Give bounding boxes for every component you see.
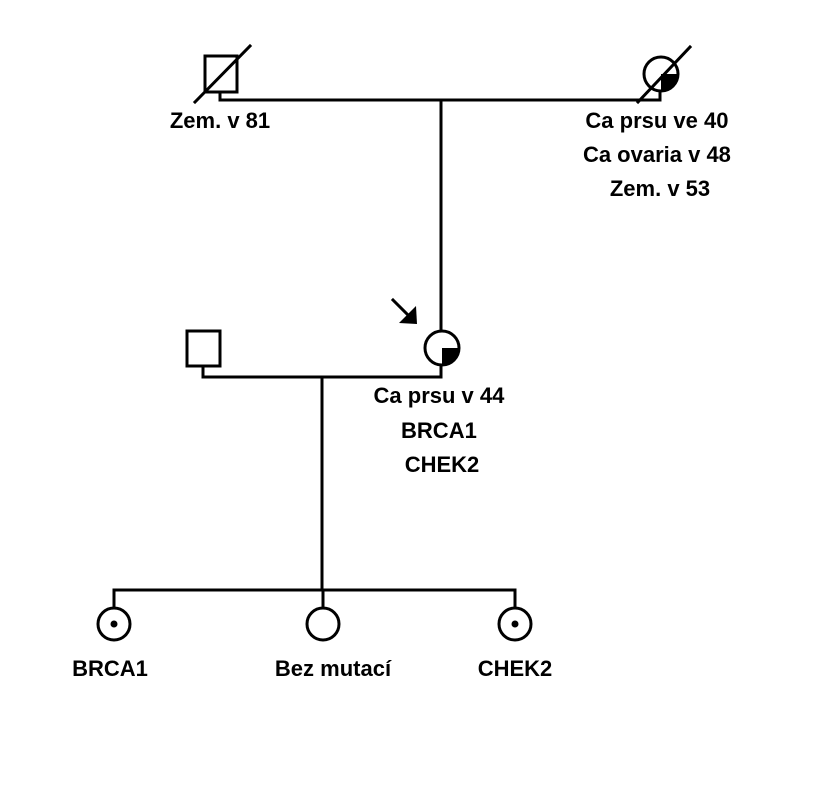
deceased-slash (635, 44, 693, 105)
deceased-slash (192, 43, 253, 105)
proband-symbol (423, 329, 461, 367)
grandmother-label-line: Ca ovaria v 48 (583, 142, 731, 167)
grandfather-symbol (192, 43, 253, 105)
grandfather-label: Zem. v 81 (170, 108, 270, 133)
carrier-dot (110, 620, 118, 628)
grandfather-label-line: Zem. v 81 (170, 108, 270, 133)
proband-arrow-shaft (390, 297, 413, 320)
generation-3: BRCA1 Bez mutací CHEK2 (72, 588, 553, 681)
generation-1: Zem. v 81 Ca prsu ve 40 Ca ovaria v 48 Z… (170, 43, 737, 201)
grandmother-label-line: Zem. v 53 (610, 176, 710, 201)
carrier-dot (511, 620, 519, 628)
child-label: CHEK2 (478, 656, 553, 681)
spouse-male-square-icon (185, 329, 222, 368)
generation-2: Ca prsu v 44 BRCA1 CHEK2 (185, 297, 511, 477)
proband-arrow-icon (390, 297, 417, 324)
affected-quadrant (442, 348, 459, 365)
grandmother-symbol (635, 44, 693, 105)
child-1: BRCA1 (72, 588, 148, 681)
female-circle-icon (305, 606, 341, 642)
grandmother-label: Ca prsu ve 40 Ca ovaria v 48 Zem. v 53 (583, 108, 737, 201)
affected-quadrant (661, 74, 678, 91)
grandmother-label-line: Ca prsu ve 40 (585, 108, 728, 133)
child-label: BRCA1 (72, 656, 148, 681)
child-label: Bez mutací (275, 656, 392, 681)
proband-label-line: CHEK2 (405, 452, 480, 477)
proband-label-line: BRCA1 (401, 418, 477, 443)
child-2: Bez mutací (275, 588, 392, 681)
child-3: CHEK2 (478, 588, 553, 681)
proband-label-line: Ca prsu v 44 (374, 383, 506, 408)
proband-label: Ca prsu v 44 BRCA1 CHEK2 (374, 383, 511, 477)
proband-arrow-head (399, 306, 417, 324)
